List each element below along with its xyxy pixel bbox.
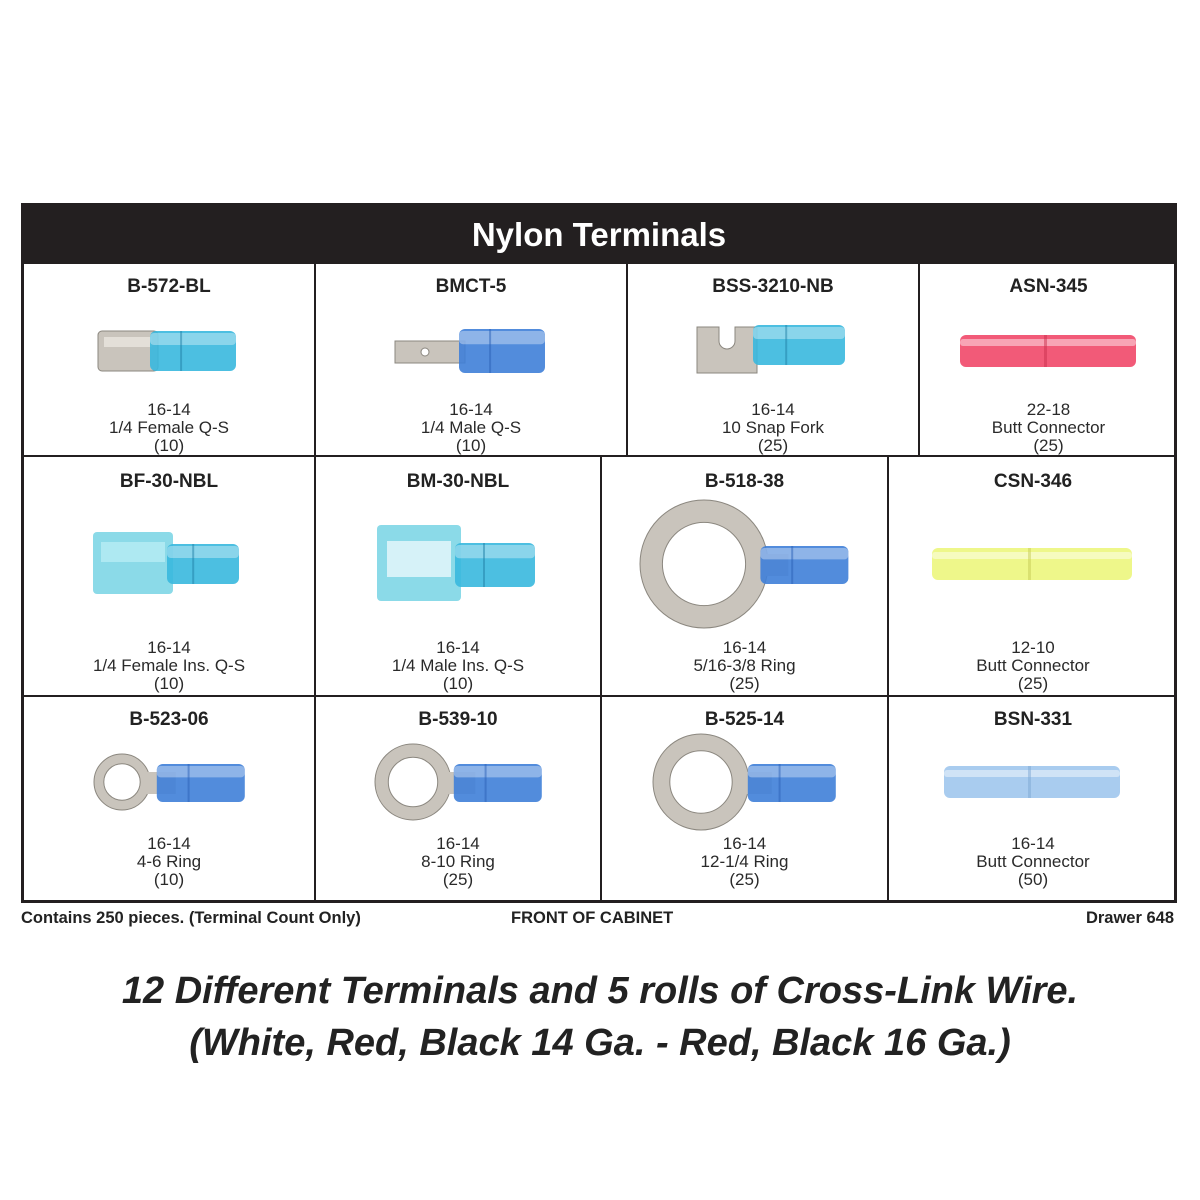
part-number: B-572-BL xyxy=(127,276,211,297)
terminal-type: 1/4 Male Q-S xyxy=(420,418,522,437)
female-quick-disconnect-icon xyxy=(24,316,314,386)
quantity: (25) xyxy=(729,674,760,693)
terminal-type: 12-1/4 Ring xyxy=(700,852,789,871)
butt-connector-icon xyxy=(920,316,1177,386)
quantity: (25) xyxy=(1033,436,1064,455)
butt-connector-icon xyxy=(889,519,1177,609)
part-number: ASN-345 xyxy=(1009,276,1088,297)
quantity: (25) xyxy=(757,436,789,455)
terminal-type: 10 Snap Fork xyxy=(721,418,825,437)
ring-terminal-icon xyxy=(24,747,314,817)
terminal-type: Butt Connector xyxy=(991,418,1106,437)
part-number: BSS-3210-NB xyxy=(712,276,834,297)
part-number: BM-30-NBL xyxy=(406,471,510,492)
quantity: (10) xyxy=(153,436,185,455)
terminal-type: 4-6 Ring xyxy=(136,852,202,871)
terminal-type: 1/4 Female Q-S xyxy=(109,418,229,437)
quantity: (10) xyxy=(153,870,185,889)
piece-count-note: Contains 250 pieces. (Terminal Count Onl… xyxy=(21,909,361,927)
terminal-type: Butt Connector xyxy=(976,656,1090,675)
wire-gauge: 16-14 xyxy=(147,638,191,657)
quantity: (25) xyxy=(442,870,474,889)
quantity: (25) xyxy=(729,870,760,889)
quantity: (10) xyxy=(442,674,474,693)
wire-gauge: 22-18 xyxy=(1026,400,1071,419)
quantity: (10) xyxy=(153,674,185,693)
part-number: CSN-346 xyxy=(993,471,1073,492)
part-number: B-523-06 xyxy=(129,709,209,730)
tagline-line-1: 12 Different Terminals and 5 rolls of Cr… xyxy=(121,970,1079,1012)
wire-gauge: 16-14 xyxy=(436,834,480,853)
ring-terminal-icon xyxy=(602,499,887,629)
ring-terminal-icon xyxy=(316,743,600,821)
terminal-type: 8-10 Ring xyxy=(421,852,495,871)
chart-footer: Contains 250 pieces. (Terminal Count Onl… xyxy=(21,909,1174,933)
terminal-type: 1/4 Male Ins. Q-S xyxy=(391,656,525,675)
part-number: B-525-14 xyxy=(704,709,785,730)
male-quick-disconnect-icon xyxy=(316,316,626,386)
wire-gauge: 16-14 xyxy=(1011,834,1055,853)
drawer-number: Drawer 648 xyxy=(1085,909,1174,927)
quantity: (50) xyxy=(1017,870,1049,889)
part-number: B-539-10 xyxy=(418,709,498,730)
snap-fork-terminal-icon xyxy=(628,316,918,386)
part-number: BSN-331 xyxy=(993,709,1073,730)
wire-gauge: 16-14 xyxy=(722,638,767,657)
terminal-type: Butt Connector xyxy=(976,852,1090,871)
insulated-male-quick-disconnect-icon xyxy=(316,519,600,609)
tagline-line-2: (White, Red, Black 14 Ga. - Red, Black 1… xyxy=(189,1022,1011,1064)
terminal-type: 1/4 Female Ins. Q-S xyxy=(92,656,246,675)
insulated-female-quick-disconnect-icon xyxy=(24,519,314,609)
wire-gauge: 12-10 xyxy=(1011,638,1055,657)
part-number: BMCT-5 xyxy=(435,276,507,297)
wire-gauge: 16-14 xyxy=(147,834,191,853)
wire-gauge: 16-14 xyxy=(147,400,191,419)
terminal-type: 5/16-3/8 Ring xyxy=(693,656,796,675)
part-number: BF-30-NBL xyxy=(119,471,219,492)
ring-terminal-icon xyxy=(602,733,887,831)
wire-gauge: 16-14 xyxy=(436,638,480,657)
part-number: B-518-38 xyxy=(704,471,785,492)
wire-gauge: 16-14 xyxy=(722,834,767,853)
front-of-cabinet-label: FRONT OF CABINET xyxy=(511,909,674,927)
quantity: (25) xyxy=(1017,674,1049,693)
chart-title: Nylon Terminals xyxy=(24,206,1174,264)
wire-gauge: 16-14 xyxy=(751,400,795,419)
butt-connector-icon xyxy=(889,747,1177,817)
wire-gauge: 16-14 xyxy=(449,400,493,419)
quantity: (10) xyxy=(455,436,487,455)
